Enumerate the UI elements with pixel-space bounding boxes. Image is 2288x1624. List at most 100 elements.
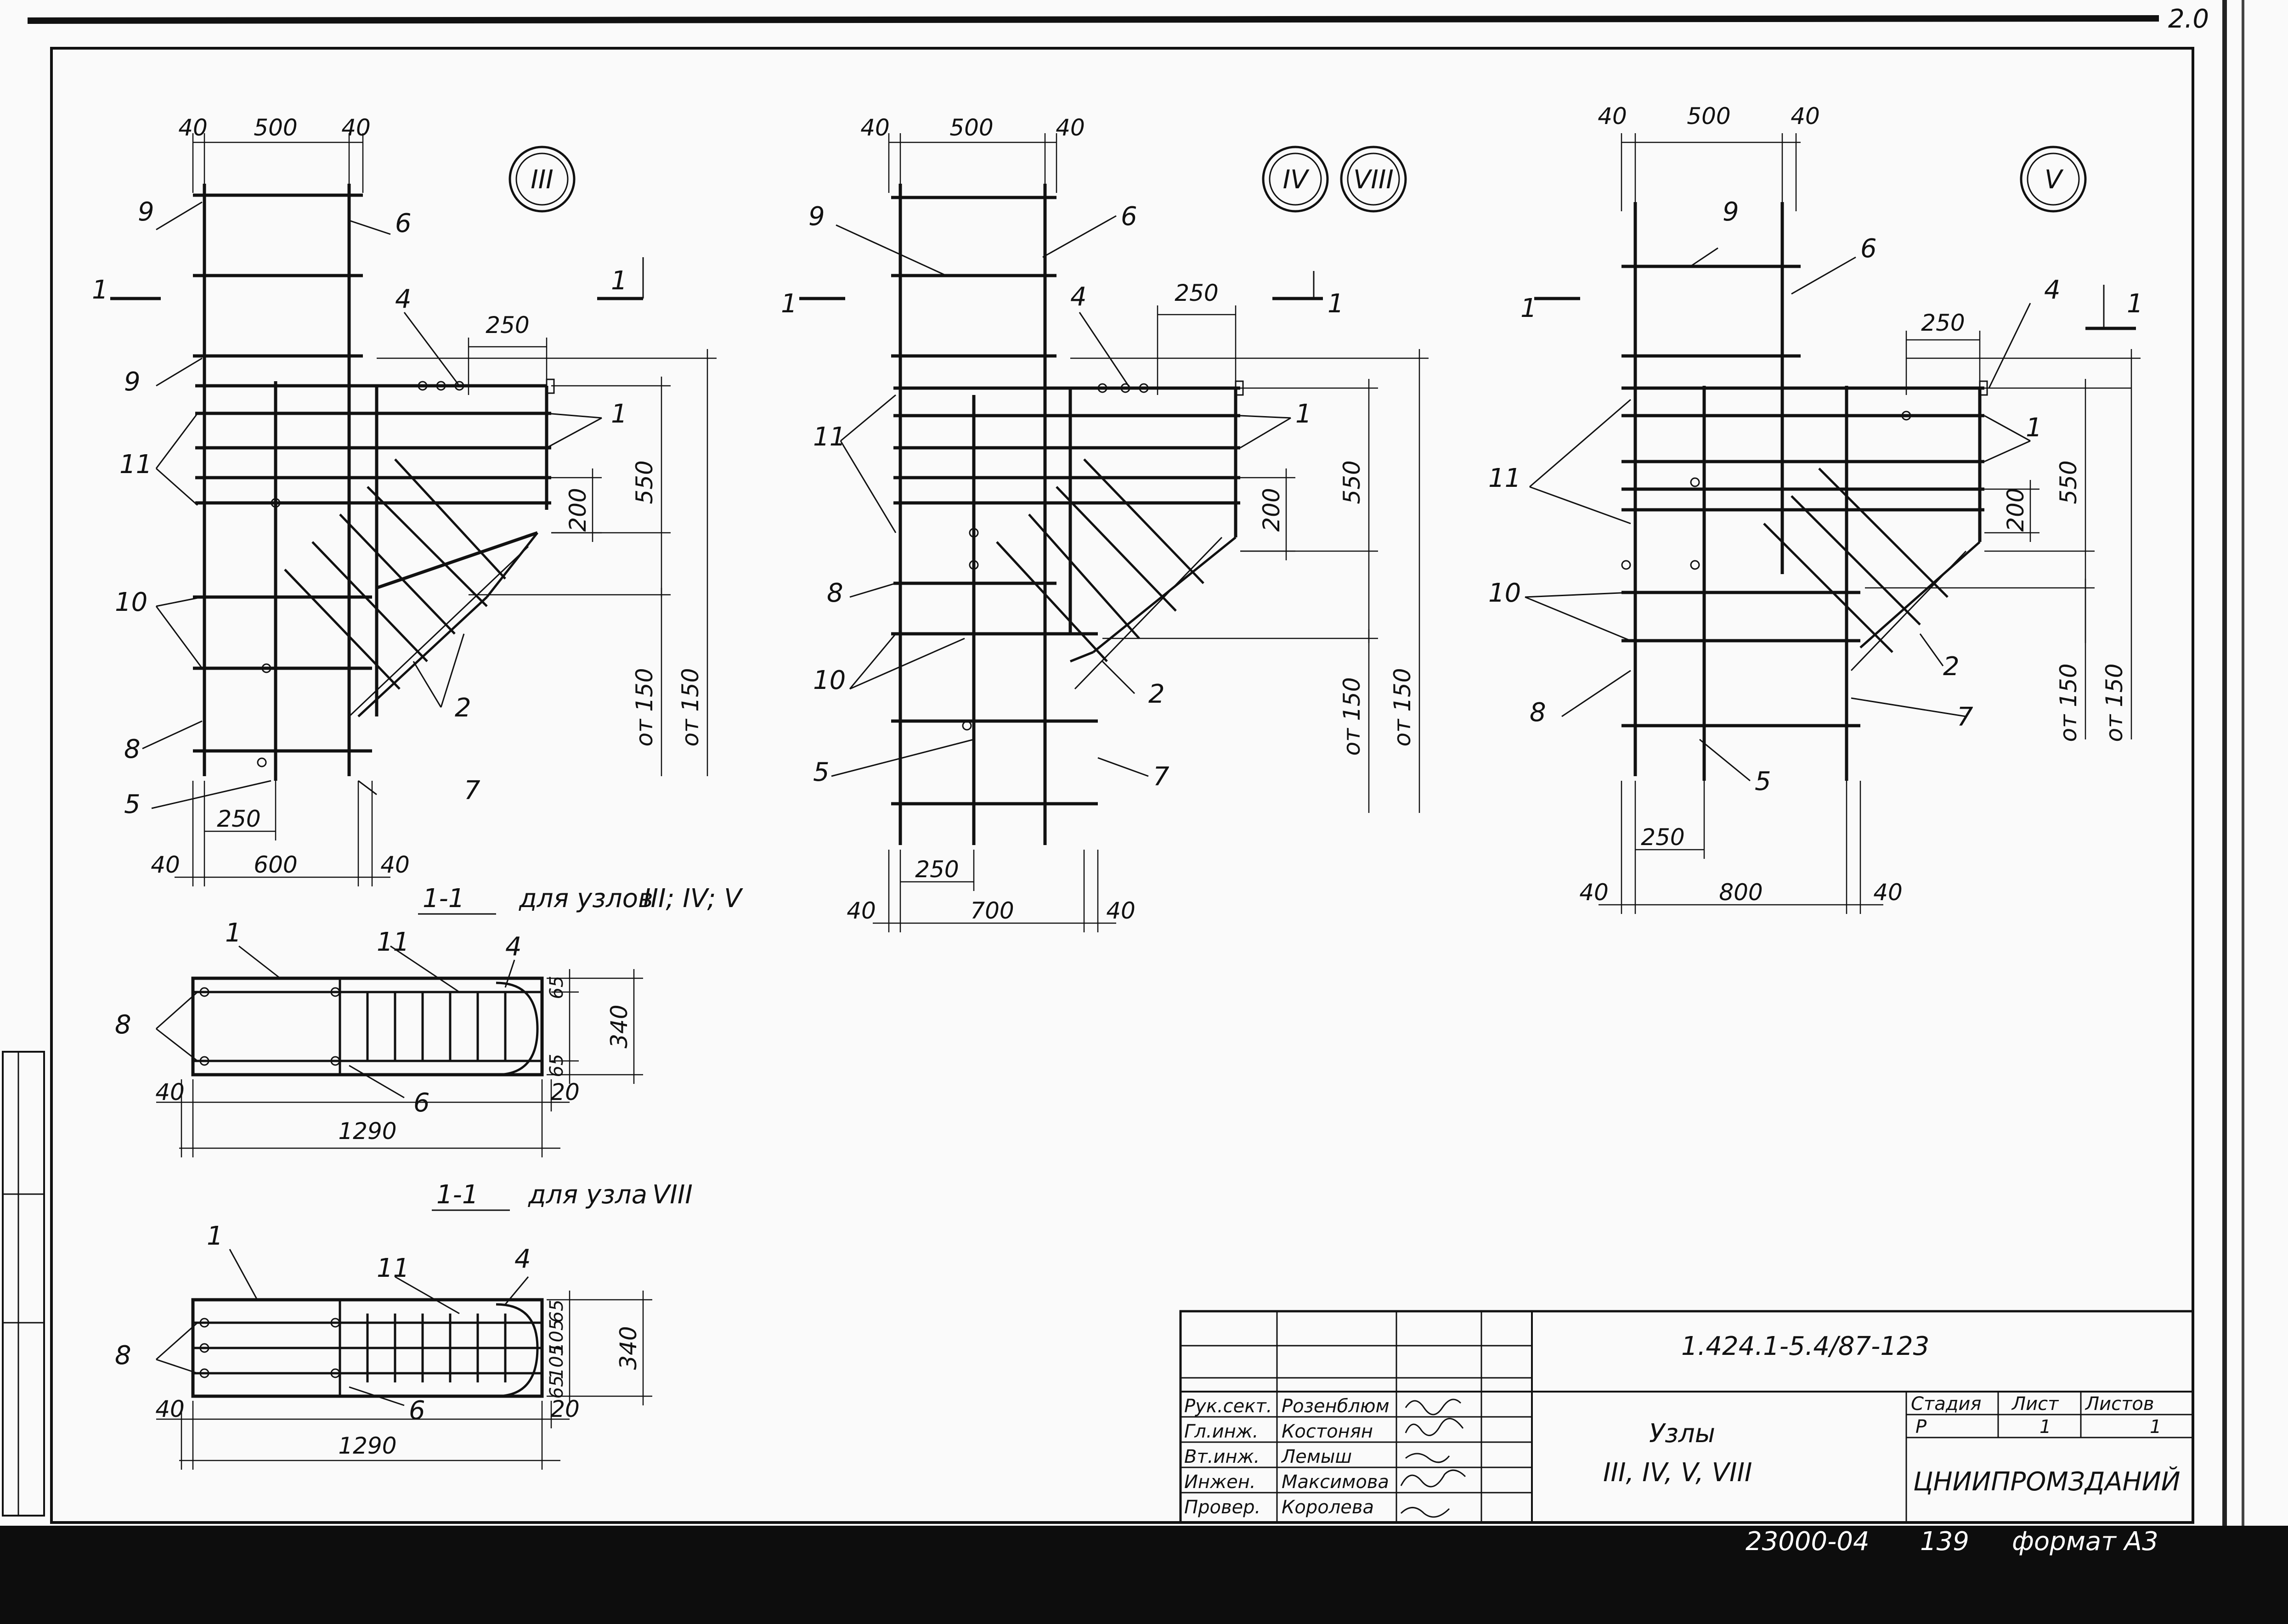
position-label: 8 bbox=[115, 1010, 131, 1040]
position-label: 7 bbox=[464, 776, 480, 806]
dim-label: 20 bbox=[550, 1079, 580, 1105]
section-mark: 1 bbox=[1328, 289, 1344, 319]
position-label: 8 bbox=[124, 734, 141, 764]
corner-mark: 2.0 bbox=[2168, 4, 2209, 34]
dim-label: 40 bbox=[341, 114, 371, 141]
staff-name: Костонян bbox=[1282, 1421, 1373, 1442]
dim-label: 250 bbox=[1921, 310, 1965, 336]
position-label: 6 bbox=[395, 209, 412, 238]
position-label: 9 bbox=[138, 197, 154, 227]
dim-label: 800 bbox=[1719, 879, 1763, 906]
position-label: 11 bbox=[1488, 463, 1521, 493]
dim-label: 105 bbox=[546, 1344, 567, 1379]
dim-label: 65 bbox=[546, 1376, 567, 1399]
signatures bbox=[1400, 1398, 1466, 1518]
position-label: 4 bbox=[395, 284, 412, 314]
dim-label: 200 bbox=[1258, 488, 1285, 531]
position-label: 4 bbox=[505, 932, 522, 962]
position-label: 4 bbox=[2044, 275, 2061, 305]
sheet-value: 1 bbox=[2039, 1416, 2051, 1438]
node-iii-view: III 40 500 40 250 40 600 40 250 550 200 … bbox=[92, 114, 717, 886]
dim-label: 105 bbox=[546, 1319, 567, 1354]
dim-label: 40 bbox=[847, 897, 876, 924]
section-mark: 1 bbox=[1520, 293, 1537, 323]
sheet-label: Лист bbox=[2011, 1393, 2059, 1415]
dim-label: 40 bbox=[1598, 103, 1627, 130]
position-label: 4 bbox=[514, 1244, 531, 1274]
position-label: 2 bbox=[455, 693, 471, 723]
dim-label: от 150 bbox=[677, 668, 704, 746]
margin-stamp bbox=[2, 1051, 45, 1517]
dim-label: 65 bbox=[546, 976, 567, 999]
drawing-title: Узлы bbox=[1649, 1419, 1715, 1449]
position-label: 11 bbox=[119, 450, 152, 479]
staff-name: Максимова bbox=[1282, 1472, 1389, 1493]
dim-label: от 150 bbox=[1389, 668, 1416, 746]
dim-label: 20 bbox=[550, 1396, 580, 1422]
dim-label: 340 bbox=[606, 1004, 633, 1048]
position-label: 1 bbox=[611, 399, 627, 429]
scan-bottom-edge bbox=[0, 1526, 2288, 1624]
staff-role: Гл.инж. bbox=[1184, 1421, 1258, 1442]
position-label: 2 bbox=[1943, 652, 1960, 682]
dim-label: 250 bbox=[1175, 280, 1218, 306]
position-label: 9 bbox=[1723, 197, 1739, 227]
dim-label: 65 bbox=[546, 1054, 567, 1077]
dim-label: 40 bbox=[151, 851, 180, 878]
node-badge: III bbox=[531, 165, 554, 195]
sheet-code: 1.424.1-5.4/87-123 bbox=[1681, 1331, 1929, 1361]
section-mark: 1 bbox=[781, 289, 797, 319]
position-label: 10 bbox=[1488, 578, 1521, 608]
dim-label: 550 bbox=[1339, 460, 1365, 504]
position-label: 9 bbox=[808, 202, 825, 231]
position-label: 8 bbox=[827, 578, 843, 608]
dim-label: 600 bbox=[254, 851, 297, 878]
position-label: 1 bbox=[225, 918, 242, 948]
section-mark: 1 bbox=[92, 275, 108, 305]
position-label: 11 bbox=[813, 422, 846, 452]
drawing-frame bbox=[50, 47, 2194, 1524]
dim-label: 500 bbox=[949, 114, 993, 141]
position-label: 9 bbox=[124, 367, 141, 397]
node-badge: V bbox=[2045, 165, 2064, 195]
dim-label: 1290 bbox=[338, 1432, 396, 1459]
stage-label: Стадия bbox=[1911, 1393, 1981, 1415]
dim-label: 550 bbox=[631, 460, 658, 504]
dim-label: 40 bbox=[155, 1079, 185, 1105]
section-title-nodes: III; IV; V bbox=[643, 884, 743, 914]
dim-label: 40 bbox=[1106, 897, 1136, 924]
position-label: 6 bbox=[409, 1396, 425, 1426]
section-title-mark: 1-1 bbox=[423, 884, 464, 914]
dim-label: от 150 bbox=[2101, 663, 2128, 742]
dim-label: 200 bbox=[565, 488, 591, 531]
position-label: 10 bbox=[115, 587, 147, 617]
page-number: 139 bbox=[1920, 1527, 1969, 1556]
staff-role: Рук.сект. bbox=[1184, 1396, 1272, 1417]
staff-name: Лемыш bbox=[1281, 1446, 1352, 1467]
drawing-title-nodes: III, IV, V, VIII bbox=[1603, 1458, 1752, 1488]
dim-label: 250 bbox=[915, 856, 959, 883]
section-title-text: для узлов bbox=[519, 884, 653, 914]
position-label: 1 bbox=[207, 1221, 223, 1251]
staff-name: Розенблюм bbox=[1282, 1396, 1390, 1417]
position-label: 6 bbox=[1121, 202, 1137, 231]
position-label: 5 bbox=[813, 757, 830, 787]
section-title-text: для узла bbox=[528, 1180, 647, 1210]
section-mark: 1 bbox=[2127, 289, 2143, 319]
staff-role: Провер. bbox=[1184, 1497, 1260, 1518]
format-label: формат А3 bbox=[2012, 1527, 2158, 1556]
dim-label: 40 bbox=[1791, 103, 1820, 130]
inventory-number: 23000-04 bbox=[1746, 1527, 1870, 1556]
position-label: 8 bbox=[1530, 698, 1546, 727]
section-mark: 1 bbox=[611, 266, 627, 296]
position-label: 1 bbox=[1295, 399, 1312, 429]
sheets-label: Листов bbox=[2085, 1393, 2154, 1415]
node-badge: VIII bbox=[1353, 165, 1394, 195]
dim-label: 200 bbox=[2002, 488, 2029, 531]
dim-label: 500 bbox=[254, 114, 297, 141]
position-label: 2 bbox=[1148, 679, 1165, 709]
dim-label: 40 bbox=[1579, 879, 1609, 906]
section-title-nodes: VIII bbox=[652, 1180, 693, 1210]
dim-label: 1290 bbox=[338, 1118, 396, 1145]
stage-value: Р bbox=[1915, 1416, 1927, 1438]
